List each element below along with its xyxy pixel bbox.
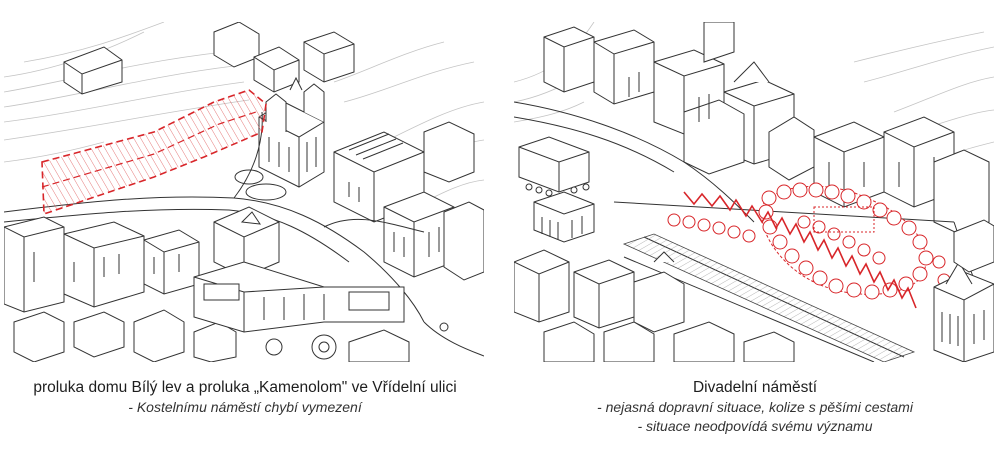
buildings-right-row: [333, 121, 484, 281]
caption-right-note-1: - nejasná dopravní situace, kolize s pěš…: [597, 399, 913, 415]
drawing-right-svg: [514, 22, 994, 362]
caption-left: proluka domu Bílý lev a proluka „Kamenol…: [0, 378, 490, 417]
caption-left-note: - Kostelnímu náměstí chybí vymezení: [128, 399, 362, 415]
buildings-old-town: [4, 216, 237, 362]
axonometric-drawing-left: [4, 22, 484, 362]
highlighted-trees: [667, 182, 951, 300]
caption-right-note-2: - situace neodpovídá svému významu: [637, 418, 873, 434]
central-building: [193, 206, 449, 362]
buildings-bottom-left: [514, 249, 795, 362]
highlighted-gap-area: [41, 89, 267, 216]
caption-right-title: Divadelní náměstí: [692, 379, 818, 396]
buildings-top-row: [543, 22, 990, 235]
axonometric-drawing-right: [514, 22, 994, 362]
caption-right: Divadelní náměstí - nejasná dopravní sit…: [510, 378, 1000, 436]
church: [234, 76, 325, 201]
caption-left-title: proluka domu Bílý lev a proluka „Kamenol…: [33, 379, 457, 396]
drawing-left-svg: [4, 22, 484, 362]
road-band-hatch: [622, 233, 916, 362]
building-colonnade: [518, 136, 595, 243]
conflict-zigzag: [683, 191, 917, 309]
theater-building: [933, 219, 994, 362]
buildings-top: [63, 22, 355, 95]
